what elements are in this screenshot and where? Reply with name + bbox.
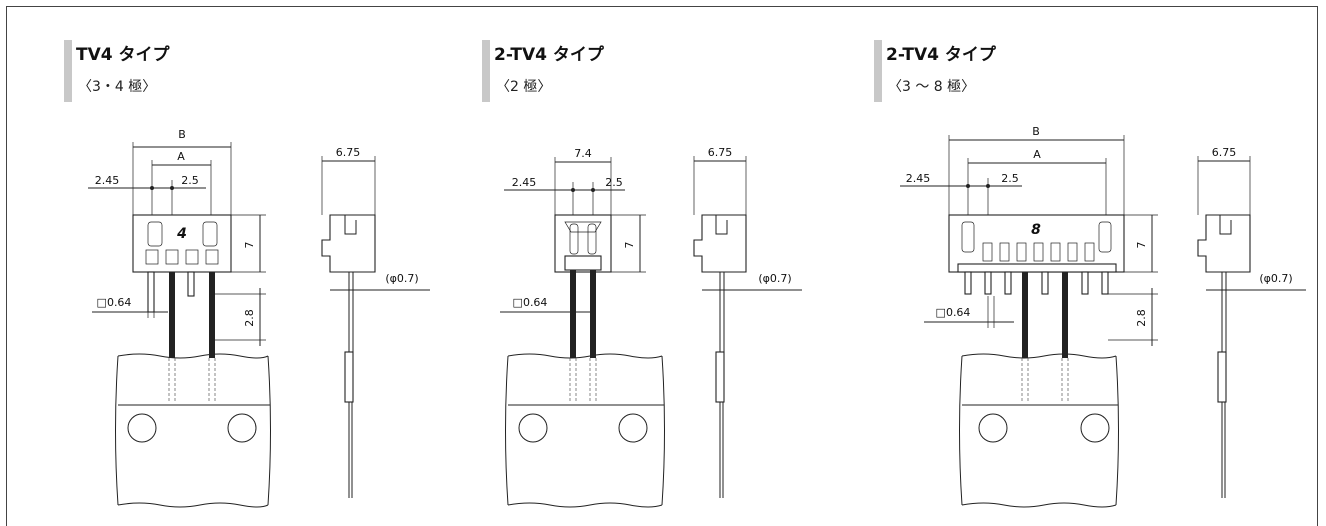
dim-width: 7.4 [574, 147, 592, 160]
dim-pin-diameter: (φ0.7) [385, 272, 418, 285]
panel-subtitle: 〈3 〜 8 極〉 [888, 79, 976, 95]
dim-b-label: B [178, 128, 186, 141]
dim-pin-size: □0.64 [936, 306, 971, 319]
pole-marking: 4 [176, 226, 187, 242]
drawing-frame [6, 6, 1318, 526]
dim-pin-diameter: (φ0.7) [758, 272, 791, 285]
panel-title: TV4 タイプ [76, 45, 170, 65]
header-accent-bar [874, 40, 882, 102]
dim-height: 7 [623, 242, 636, 249]
panel-title: 2-TV4 タイプ [494, 45, 604, 65]
dim-depth: 6.75 [336, 146, 361, 159]
dim-standoff: 2.8 [243, 309, 256, 327]
dim-height: 7 [243, 242, 256, 249]
header-accent-bar [64, 40, 72, 102]
dim-pin-size: □0.64 [513, 296, 548, 309]
panel-subtitle: 〈3・4 極〉 [78, 79, 157, 95]
dim-pin-size: □0.64 [97, 296, 132, 309]
panel-subtitle: 〈2 極〉 [496, 79, 552, 95]
dim-depth: 6.75 [1212, 146, 1237, 159]
dim-pitch: 2.5 [181, 174, 199, 187]
panel-title: 2-TV4 タイプ [886, 45, 996, 65]
side-view-2tv4-2pole: 6.75 (φ0.7) [693, 146, 802, 498]
dim-b-label: B [1032, 125, 1040, 138]
dim-height: 7 [1135, 242, 1148, 249]
side-view-2tv4-multi: 6.75 (φ0.7) [1197, 146, 1306, 498]
dim-pitch: 2.5 [1001, 172, 1019, 185]
front-view-tv4: B A 2.45 2.5 4 7 □0.6 [88, 128, 271, 508]
dim-a-label: A [177, 150, 185, 163]
front-view-2tv4-2pole: 7.4 2.45 2.5 7 □0.64 [500, 147, 665, 508]
dim-depth: 6.75 [708, 146, 733, 159]
dim-left-offset: 2.45 [95, 174, 120, 187]
side-view-tv4: 6.75 (φ0.7) [321, 146, 430, 498]
dim-pin-diameter: (φ0.7) [1259, 272, 1292, 285]
dim-standoff: 2.8 [1135, 309, 1148, 327]
dim-left-offset: 2.45 [906, 172, 931, 185]
dim-a-label: A [1033, 148, 1041, 161]
pole-marking: 8 [1031, 222, 1041, 238]
header-accent-bar [482, 40, 490, 102]
dim-pitch: 2.5 [605, 176, 623, 189]
dim-left-offset: 2.45 [512, 176, 537, 189]
front-view-2tv4-multi: B A 2.45 2.5 8 7 [900, 125, 1158, 508]
